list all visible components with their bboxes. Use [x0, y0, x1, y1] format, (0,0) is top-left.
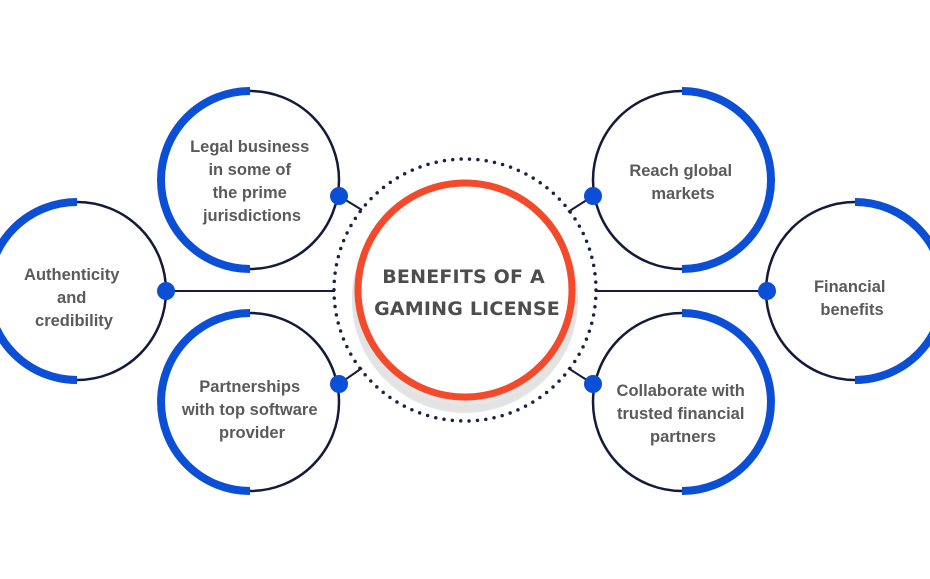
benefit-financial-benefits: Financial benefits [758, 198, 930, 384]
connector-dot [330, 187, 348, 205]
ring-arc [0, 198, 78, 384]
label-line: trusted financial [617, 405, 744, 423]
hub-orange-ring [354, 179, 576, 401]
ring-arc [854, 198, 930, 384]
benefit-reach-global: Reach global markets [584, 87, 775, 273]
central-hub: BENEFITS OF A GAMING LICENSE [332, 157, 598, 423]
ring-arc [681, 309, 775, 495]
label-line: Legal business [190, 138, 309, 156]
hub-title-line-1: BENEFITS OF A [382, 266, 545, 288]
benefit-label: Authenticity and credibility [24, 266, 124, 330]
hub-dotted-ring [332, 157, 598, 423]
label-line: Collaborate with [617, 382, 745, 400]
label-line: provider [219, 424, 286, 442]
connector-dot [758, 282, 776, 300]
label-line: benefits [820, 301, 883, 319]
ring-arc [157, 309, 251, 495]
label-line: credibility [35, 312, 114, 330]
connector-dot [584, 375, 602, 393]
label-line: the prime [213, 184, 287, 202]
connector-dot [584, 187, 602, 205]
ring-arc [157, 87, 251, 273]
label-line: in some of [208, 161, 291, 179]
label-line: Authenticity [24, 266, 120, 284]
benefit-partnerships: Partnerships with top software provider [157, 309, 348, 495]
hub-title-line-2: GAMING LICENSE [374, 298, 560, 320]
benefit-legal-business: Legal business in some of the prime juri… [157, 87, 348, 273]
benefit-label: Reach global markets [629, 162, 736, 203]
benefit-label: Collaborate with trusted financial partn… [617, 382, 750, 446]
label-line: and [57, 289, 86, 307]
label-line: jurisdictions [202, 207, 301, 225]
label-line: Reach global [629, 162, 732, 180]
label-line: markets [651, 185, 714, 203]
label-line: partners [650, 428, 716, 446]
label-line: Financial [814, 278, 886, 296]
hub-title: BENEFITS OF A GAMING LICENSE [374, 266, 560, 320]
benefit-authenticity: Authenticity and credibility [0, 198, 175, 384]
benefit-label: Partnerships with top software provider [181, 378, 322, 442]
connector-dot [157, 282, 175, 300]
label-line: Partnerships [199, 378, 300, 396]
benefit-label: Financial benefits [814, 278, 890, 319]
ring-arc [681, 87, 775, 273]
connector-dot [330, 375, 348, 393]
label-line: with top software [181, 401, 318, 419]
benefit-collaborate: Collaborate with trusted financial partn… [584, 309, 775, 495]
benefit-label: Legal business in some of the prime juri… [190, 138, 314, 225]
